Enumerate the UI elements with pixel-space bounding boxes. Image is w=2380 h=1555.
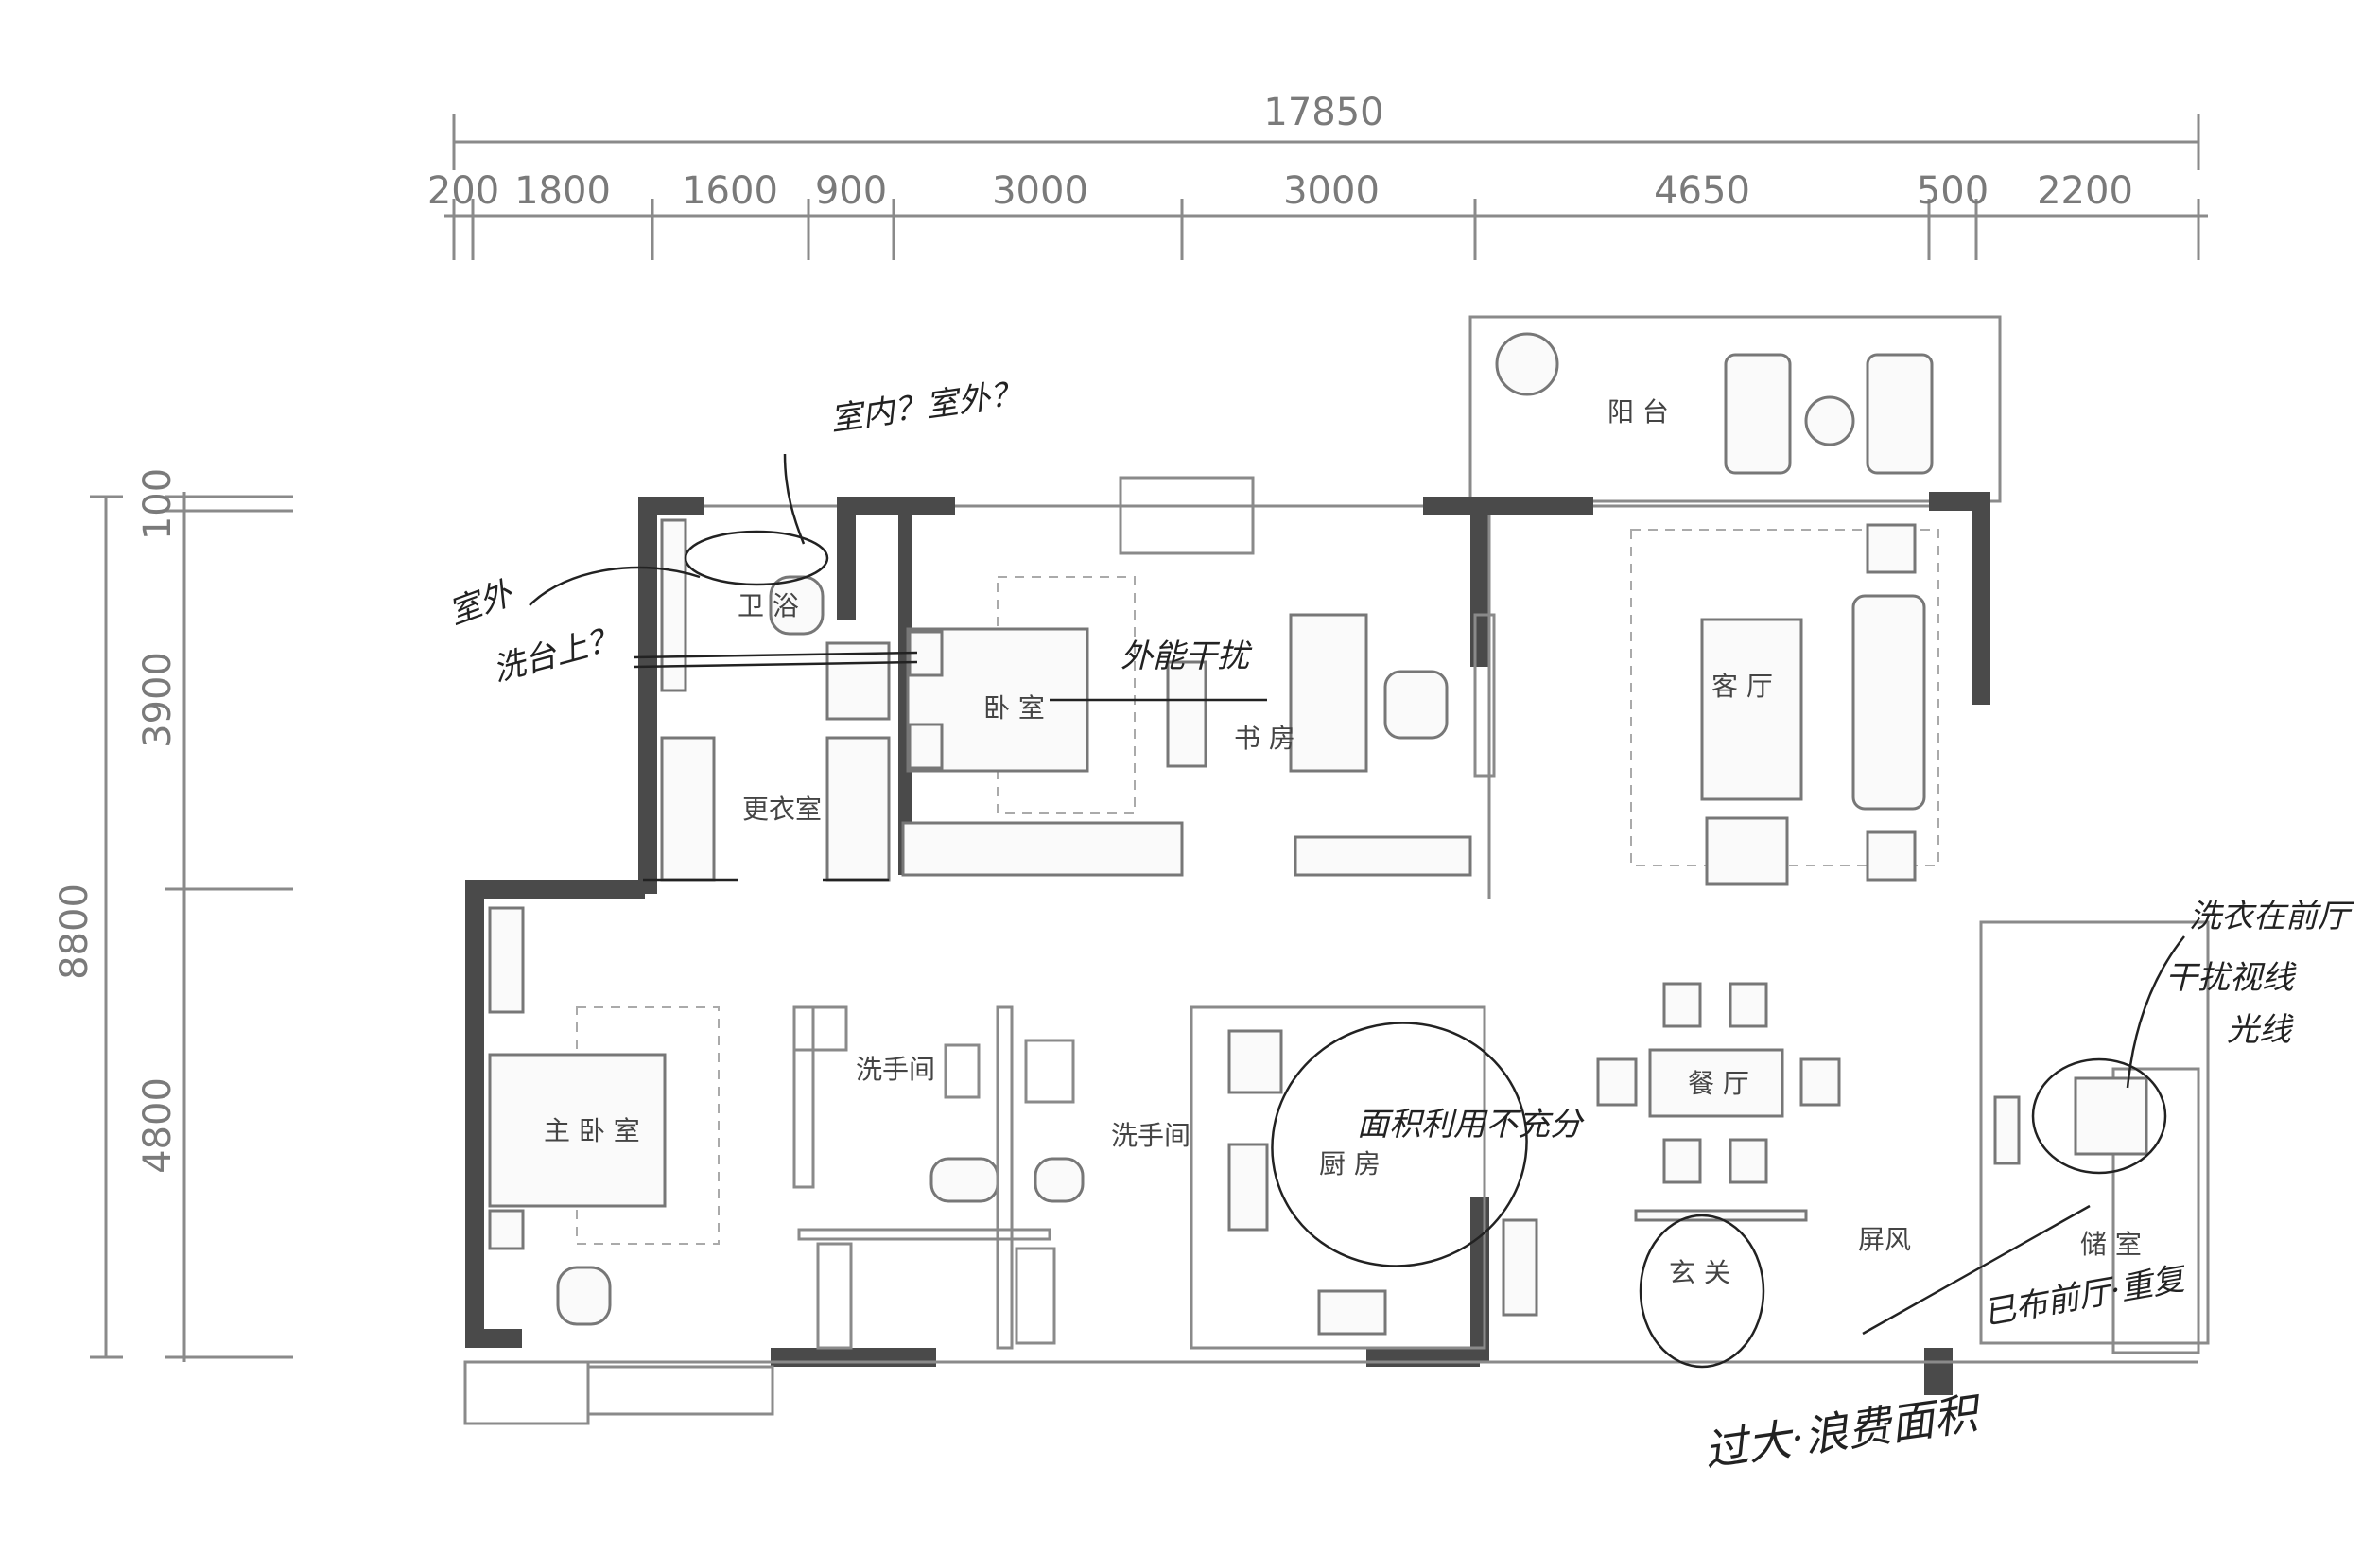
note-circle [2031,1057,2167,1175]
room-label-study: 书 房 [1234,723,1295,754]
closet-icon [660,736,716,882]
lamp-icon [1866,830,1917,882]
bookshelf-icon [1294,835,1472,877]
note-laundry-3: 光线 [2227,1011,2294,1049]
utility-room: 储 室 [1993,1076,2148,1260]
lounge-chair-icon [1724,353,1792,475]
total-width-label: 17850 [1263,91,1383,134]
top-dimension-chain: 17850 200 1800 1600 900 3000 3000 4650 5… [427,91,2208,260]
washer-icon [2074,1076,2148,1156]
master-bedroom: 主 卧 室 [488,906,720,1326]
coffee-table-icon [1700,618,1803,801]
toilet-icon [1034,1157,1085,1203]
desk-icon [1289,613,1368,773]
washrooms: 洗手间 洗手间 [792,1005,1190,1350]
room-label-living: 客 厅 [1711,671,1773,702]
kitchen: 厨 房 [1190,1005,1538,1350]
note-arrow [1862,1204,2091,1336]
note-entrance: 过大·浪费面积 [1701,1387,1985,1476]
room-label-dining: 餐 厅 [1688,1068,1749,1099]
room-label-master-bedroom: 主 卧 室 [544,1115,640,1146]
dim-segment-1: 200 [427,169,499,213]
room-label-kitchen: 厨 房 [1319,1148,1381,1179]
dim-vertical-2: 3900 [136,652,180,748]
bed-icon [488,1053,667,1208]
note-outdoor-bath: 室外 [443,574,518,633]
lamp-icon [1866,523,1917,574]
note-layout: 已布前厅·重复 [1981,1260,2190,1333]
fridge-icon [1227,1029,1283,1094]
room-label-utility: 储 室 [2080,1229,2142,1260]
closet-icon [488,906,525,1014]
note-kitchen: 面积利用不充分 [1357,1106,1585,1144]
balcony: 阳 台 [1468,315,2002,503]
dim-segment-6: 3000 [1283,169,1380,213]
toilet-icon [556,1266,612,1326]
dressing-area: 卫 浴 更衣室 [633,518,918,882]
dim-segment-7: 4650 [1654,169,1750,213]
dim-segment-9: 2200 [2037,169,2133,213]
toilet-icon [929,1157,999,1203]
lounge-chair-icon [1866,353,1934,475]
dim-vertical-3: 4800 [136,1077,180,1174]
note-circle [1639,1214,1765,1369]
walls [463,476,2210,1425]
sink-icon [1317,1289,1387,1336]
room-label-wc-small: 卫 浴 [738,590,799,621]
dim-segment-8: 500 [1917,169,1989,213]
note-outdoor-bath-2: 洗台上？ [489,620,623,690]
side-table-icon [1804,395,1855,446]
room-label-washroom-1: 洗手间 [856,1054,935,1085]
note-leader-line [2126,935,2185,1089]
chair-icon [1383,670,1449,740]
note-circle [1271,1022,1528,1267]
wardrobe-icon [901,821,1184,877]
study: 书 房 [1166,613,1496,877]
dim-segment-3: 1600 [682,169,778,213]
living-room: 客 厅 [1630,523,1939,886]
dining-room: 餐 厅 [1596,982,1841,1222]
note-circle [684,530,829,586]
dim-segment-4: 900 [815,169,887,213]
plant-icon [1495,332,1559,396]
armchair-icon [1705,816,1789,886]
handwritten-notes: 室内？室外？ 室外 洗台上？ 外能干扰 面积利用不充分 过大·浪费面积 已布前厅… [443,375,2355,1476]
note-indoor-outdoor: 室内？室外？ [828,375,1025,439]
room-label-washroom-2: 洗手间 [1111,1120,1190,1151]
dining-table-icon [1648,1048,1784,1118]
note-laundry-1: 洗衣在前厅 [2189,898,2355,935]
toilet-icon [769,575,825,636]
bedroom: 卧 室 [901,576,1184,877]
room-label-entrance: 玄 关 [1669,1257,1730,1288]
room-label-screen: 屏风 [1858,1224,1911,1255]
note-bedroom-study: 外能干扰 [1121,638,1253,675]
room-label-bedroom: 卧 室 [983,692,1045,724]
sofa-icon [1851,594,1926,811]
room-label-balcony: 阳 台 [1607,396,1669,428]
note-laundry-2: 干扰视线 [2165,959,2297,997]
note-leader-line [529,566,701,606]
stove-icon [1227,1143,1269,1232]
room-label-dressing: 更衣室 [742,794,822,825]
entrance: 玄 关 屏风 [1669,1224,1911,1288]
closet-icon [825,736,891,882]
dim-segment-2: 1800 [514,169,611,213]
dim-vertical-1: 100 [136,468,180,540]
total-height-label: 8800 [53,883,96,980]
dim-segment-5: 3000 [992,169,1088,213]
left-dimension-chain: 8800 100 3900 4800 [53,468,293,1362]
note-leader-line [783,453,806,545]
